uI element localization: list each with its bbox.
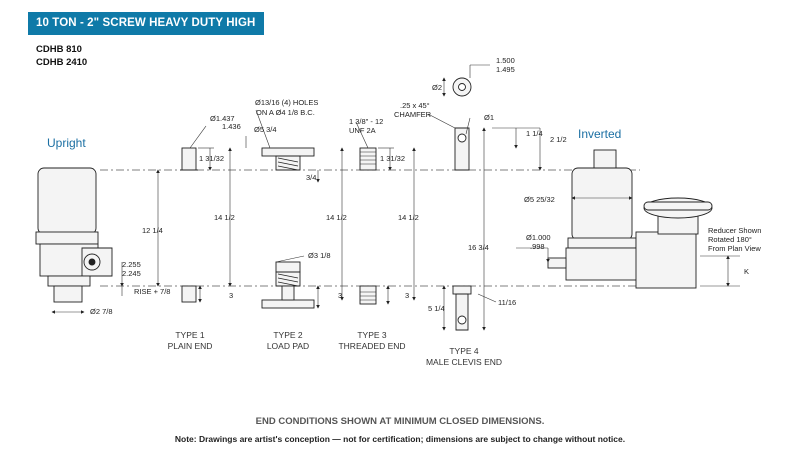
dim-unf: UNF 2A — [349, 126, 376, 135]
model-number-2: CDHB 2410 — [36, 57, 88, 68]
type4-number: TYPE 4 — [449, 346, 479, 356]
dim-k: K — [744, 267, 749, 276]
type3-label: TYPE 3 THREADED END — [326, 330, 418, 352]
type3-number: TYPE 3 — [357, 330, 387, 340]
reducer-note-3: From Plan View — [708, 244, 761, 253]
dim-1-31-32-type1: 1 31/32 — [199, 154, 224, 163]
type1-number: TYPE 1 — [175, 330, 205, 340]
footer-disclaimer: Note: Drawings are artist's conception —… — [174, 434, 626, 444]
upright-base — [47, 275, 91, 287]
type1-bottom-end — [181, 285, 197, 303]
dimension-text: Ø1.437 1.436 Ø13/16 (4) HOLES ON A Ø4 1/… — [90, 56, 761, 316]
type4-label: TYPE 4 MALE CLEVIS END — [416, 346, 512, 368]
type4-bottom-clevis — [455, 293, 469, 331]
inverted-label: Inverted — [578, 127, 622, 141]
dim-3-4: 3/4 — [306, 173, 316, 182]
dim-d3-1-8: Ø3 1/8 — [308, 251, 331, 260]
dim-thread: 1 3/8" - 12 — [349, 117, 383, 126]
title-bar: 10 TON - 2" SCREW HEAVY DUTY HIGH LEAD — [28, 12, 264, 52]
inverted-screw-stub — [593, 149, 617, 171]
upright-motor — [37, 167, 97, 235]
type1-name: PLAIN END — [167, 341, 213, 351]
upright-label: Upright — [47, 136, 86, 150]
dim-d1: Ø1 — [484, 113, 494, 122]
dim-3-type1: 3 — [229, 291, 233, 300]
dim-1-31-32-type3: 1 31/32 — [380, 154, 405, 163]
centerlines — [100, 169, 640, 287]
upright-motor-flange — [35, 231, 99, 245]
dim-14-1-2-type2: 14 1/2 — [326, 213, 347, 222]
dim-2-1-2: 2 1/2 — [550, 135, 567, 144]
type3-bottom-thread — [359, 285, 377, 305]
model-number-1: CDHB 810 — [36, 44, 82, 55]
footer-note-end-conditions: END CONDITIONS SHOWN AT MINIMUM CLOSED D… — [255, 416, 545, 427]
type3-top-thread — [359, 147, 377, 171]
type4-male-clevis — [452, 77, 472, 331]
type2-name: LOAD PAD — [266, 341, 310, 351]
dim-998: .998 — [530, 242, 545, 251]
type4-name: MALE CLEVIS END — [425, 357, 503, 367]
dim-12-1-4: 12 1/4 — [142, 226, 163, 235]
type3-threaded-end — [359, 147, 377, 305]
type1-plain-end — [180, 147, 198, 303]
dim-chamfer: .25 x 45° — [400, 101, 430, 110]
type2-label: TYPE 2 LOAD PAD — [256, 330, 320, 352]
dim-1-500: 1.500 — [496, 56, 515, 65]
dim-d5-25-32: Ø5 25/32 — [524, 195, 555, 204]
dim-11-16: 11/16 — [498, 298, 516, 307]
type2-load-pad — [261, 147, 315, 309]
page-title: 10 TON - 2" SCREW HEAVY DUTY HIGH LEAD — [36, 17, 256, 52]
type2-top-pad — [261, 147, 315, 157]
dim-d1-437: Ø1.437 — [210, 114, 235, 123]
dim-14-1-2-type1: 14 1/2 — [214, 213, 235, 222]
dim-2-245: 2.245 — [122, 269, 141, 278]
dim-1-436: 1.436 — [222, 122, 241, 131]
dim-d5-3-4: Ø5 3/4 — [254, 125, 277, 134]
type1-label: TYPE 1 PLAIN END — [160, 330, 220, 352]
inverted-motor — [571, 167, 633, 241]
type2-bottom-pad — [261, 299, 315, 309]
dim-3-type3: 3 — [405, 291, 409, 300]
dimension-lines — [51, 64, 740, 331]
upright-screw-stub — [53, 285, 83, 303]
dim-rise: RISE + 7/8 — [134, 287, 170, 296]
dim-2-255: 2.255 — [122, 260, 141, 269]
dim-holes: Ø13/16 (4) HOLES — [255, 98, 318, 107]
dim-d2-7-8: Ø2 7/8 — [90, 307, 113, 316]
dim-1-1-4: 1 1/4 — [526, 129, 543, 138]
inverted-gearbox — [565, 247, 639, 281]
dim-d1-000: Ø1.000 — [526, 233, 551, 242]
inverted-actuator — [547, 149, 713, 289]
dim-d2: Ø2 — [432, 83, 442, 92]
reducer-note-2: Rotated 180° — [708, 235, 752, 244]
inverted-input-shaft — [547, 257, 567, 269]
type2-number: TYPE 2 — [273, 330, 303, 340]
inverted-reducer-top — [657, 215, 699, 235]
inverted-motor-flange — [567, 237, 637, 249]
type2-bottom-cap — [275, 261, 301, 273]
dim-5-1-4: 5 1/4 — [428, 304, 445, 313]
inverted-reducer — [635, 231, 697, 289]
reducer-note-1: Reducer Shown — [708, 226, 761, 235]
type1-top-end — [181, 147, 197, 171]
type4-bottom-pin-hole — [457, 315, 467, 325]
type3-name: THREADED END — [338, 341, 406, 351]
dim-1-495: 1.495 — [496, 65, 515, 74]
dim-16-3-4: 16 3/4 — [468, 243, 489, 252]
upright-actuator — [35, 167, 113, 303]
dim-3-type2: 3 — [338, 291, 342, 300]
dim-14-1-2-type3: 14 1/2 — [398, 213, 419, 222]
dim-bolt-circle: ON A Ø4 1/8 B.C. — [256, 108, 315, 117]
dim-chamfer-label: CHAMFER — [394, 110, 432, 119]
type4-top-pin-hole — [457, 133, 467, 143]
